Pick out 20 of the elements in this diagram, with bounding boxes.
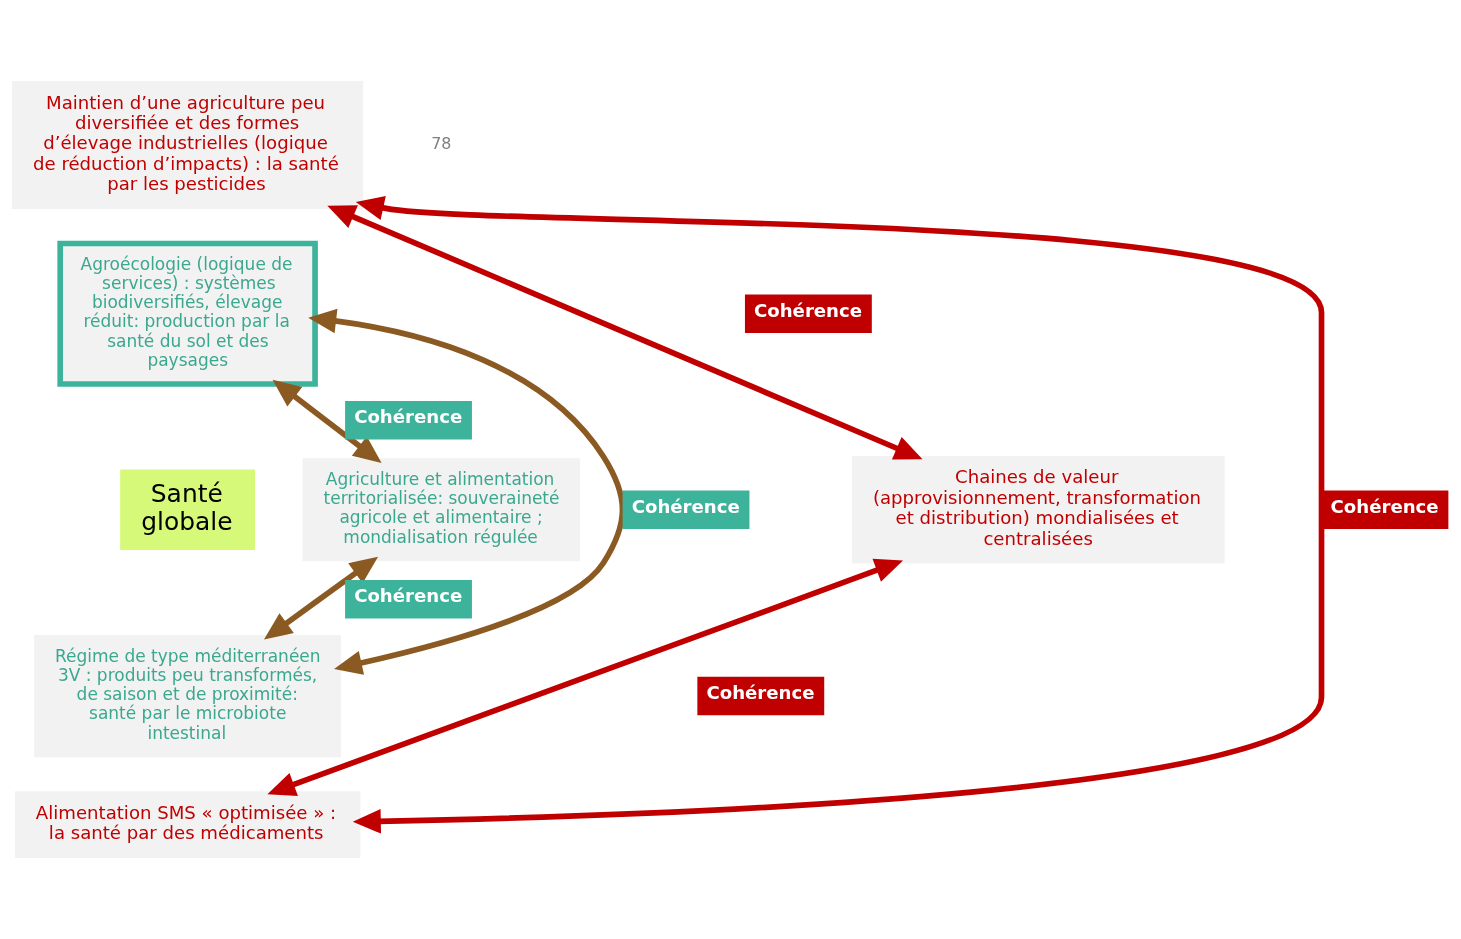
node-box: Régime de type méditerranéen 3V : produits peu transformés, de saison et de proximité: santé par le microbiote intestinal	[34, 634, 342, 758]
node-box: Alimentation SMS « optimisée » : la santé par des médicaments	[14, 791, 361, 859]
arrow	[272, 379, 382, 463]
edge-label: Cohérence	[754, 299, 863, 321]
arrow	[352, 195, 1325, 834]
edge-label: Cohérence	[1330, 495, 1439, 517]
node-box: Santé globale	[120, 469, 256, 550]
arrow	[308, 308, 626, 675]
edge-label: Cohérence	[354, 585, 463, 607]
edge-label: Cohérence	[631, 495, 740, 517]
arrow	[327, 205, 923, 460]
node-box: Agriculture et alimentation territorialisée: souveraineté agricole et alimentaire ; mondialisation régulée	[302, 458, 581, 562]
label: 78	[431, 134, 452, 154]
node-box: Agroécologie (logique de services) : systèmes biodiversifiés, élevage réduit: production par la santé du sol et des paysages	[57, 240, 318, 387]
arrow	[263, 556, 379, 640]
node-box: Maintien d’une agriculture peu diversifiée et des formes d’élevage industrielles (logique de réduction d’impacts) : la santé par les pesticides	[12, 80, 364, 209]
arrow	[267, 558, 904, 796]
edge-label: Cohérence	[354, 406, 463, 428]
edge-label: Cohérence	[706, 682, 815, 704]
node-box: Chaines de valeur (approvisionnement, transformation et distribution) mondialisées et centralisées	[852, 455, 1225, 564]
